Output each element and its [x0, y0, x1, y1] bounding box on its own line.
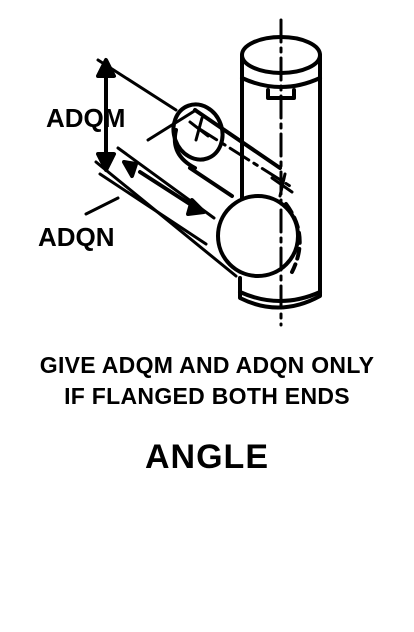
side-flange	[171, 102, 225, 162]
caption-line-1: GIVE ADQM AND ADQN ONLY	[39, 352, 375, 378]
diagram-title: ANGLE	[145, 438, 269, 476]
centerlines	[188, 18, 294, 327]
dimension-adqm	[96, 58, 116, 172]
dimension-adqn	[122, 160, 206, 216]
label-adqm: ADQM	[46, 103, 125, 133]
caption-line-2: IF FLANGED BOTH ENDS	[64, 383, 350, 409]
label-adqn: ADQN	[38, 222, 115, 252]
front-flange	[216, 194, 302, 278]
